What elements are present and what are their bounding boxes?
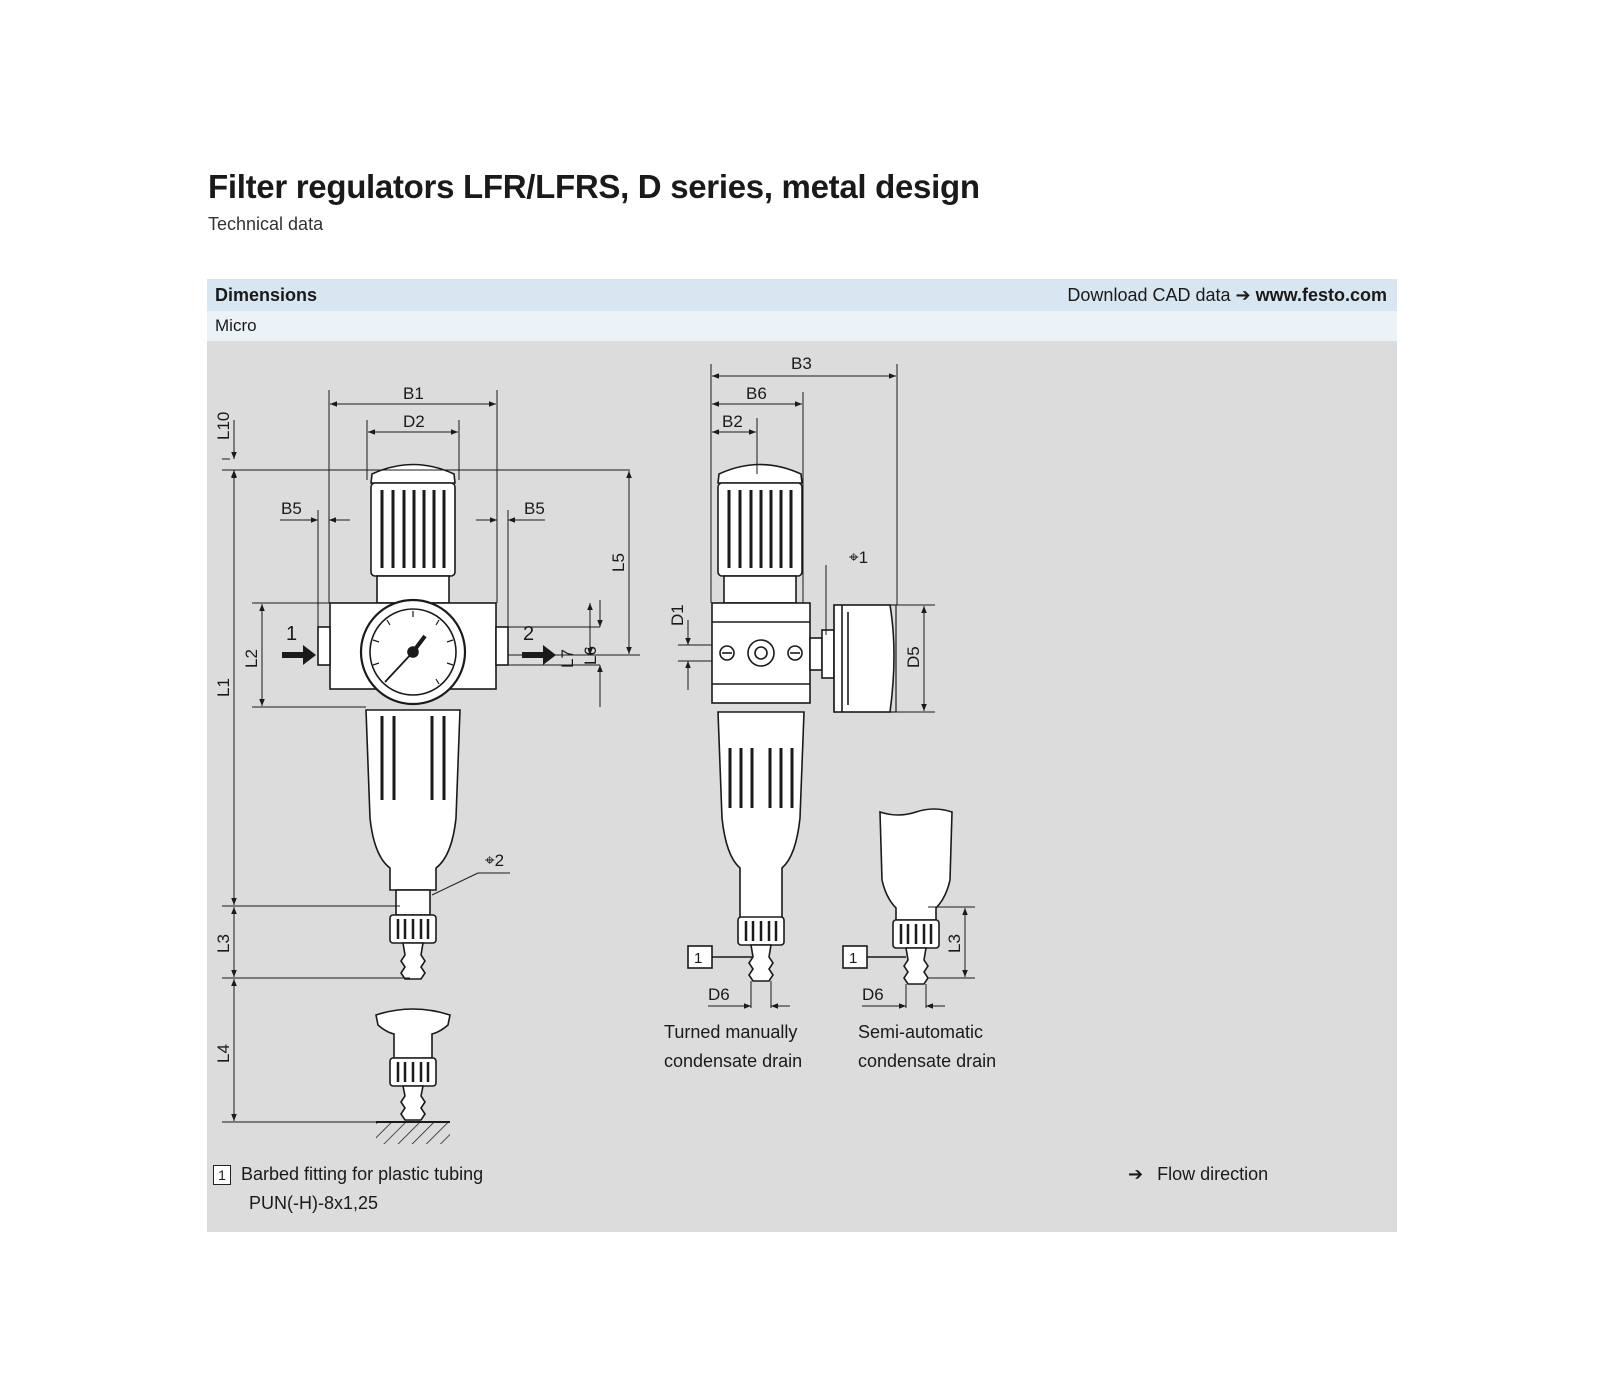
legend-text-line2: PUN(-H)-8x1,25 (249, 1193, 379, 1214)
front-view (317, 463, 509, 1144)
dim-b5-right: B5 (524, 499, 545, 518)
flow-direction-text: Flow direction (1157, 1164, 1269, 1184)
download-label: Download CAD data (1067, 285, 1231, 305)
dim-l6: L6 (581, 646, 600, 665)
dim-d5: D5 (904, 646, 923, 668)
dim-b5-left: B5 (281, 499, 302, 518)
dim-l3-semi: L3 (945, 934, 964, 953)
page-subtitle: Technical data (208, 214, 324, 234)
side-view (687, 463, 897, 982)
arrow-right-icon: ➔ (1235, 285, 1251, 305)
semi-auto-detail (842, 808, 953, 985)
variant-label: Micro (215, 316, 257, 335)
dim-l1: L1 (214, 678, 233, 697)
legend-number-box: 1 (213, 1165, 231, 1186)
dim-l2: L2 (242, 649, 261, 668)
download-cad-link[interactable]: Download CAD data ➔ www.festo.com (1067, 285, 1387, 306)
callout-1-semi: 1 (849, 950, 857, 967)
dim-l10: L10 (214, 412, 233, 440)
section-label: Dimensions (215, 285, 318, 305)
dimension-lines (222, 364, 975, 1123)
dim-l5: L5 (609, 553, 628, 572)
legend-text-line1: Barbed fitting for plastic tubing (241, 1164, 484, 1184)
flow-direction-legend: ➔ Flow direction (1128, 1164, 1268, 1185)
legend-item-1: 1 Barbed fitting for plastic tubing PUN(-… (213, 1164, 483, 1214)
dim-b6: B6 (746, 384, 767, 403)
dim-l3: L3 (214, 934, 233, 953)
dim-d6-side: D6 (708, 985, 730, 1004)
dimensions-header: Dimensions Download CAD data ➔ www.festo… (207, 279, 1397, 311)
festo-url: www.festo.com (1255, 285, 1387, 305)
dim-l7: L7 (558, 649, 577, 668)
flow-arrows (282, 645, 556, 665)
dim-b2: B2 (722, 412, 743, 431)
port-1-label: 1 (286, 623, 297, 645)
dim-w2: ⌖2 (485, 851, 504, 870)
dim-b1: B1 (403, 384, 424, 403)
dim-l4: L4 (214, 1044, 233, 1063)
arrow-right-icon: ➔ (1128, 1164, 1144, 1184)
dim-d6-semi: D6 (862, 985, 884, 1004)
dim-d2: D2 (403, 412, 425, 431)
page-title: Filter regulators LFR/LFRS, D series, me… (208, 168, 980, 205)
callout-1-side: 1 (694, 950, 702, 967)
dim-b3: B3 (791, 354, 812, 373)
caption-manual-drain: Turned manually condensate drain (664, 1022, 803, 1071)
caption-semi-auto-drain: Semi-automatic condensate drain (858, 1022, 997, 1071)
dim-w1: ⌖1 (849, 548, 868, 567)
variant-bar: Micro (207, 311, 1397, 341)
port-2-label: 2 (523, 623, 534, 645)
dim-d1: D1 (668, 604, 687, 626)
